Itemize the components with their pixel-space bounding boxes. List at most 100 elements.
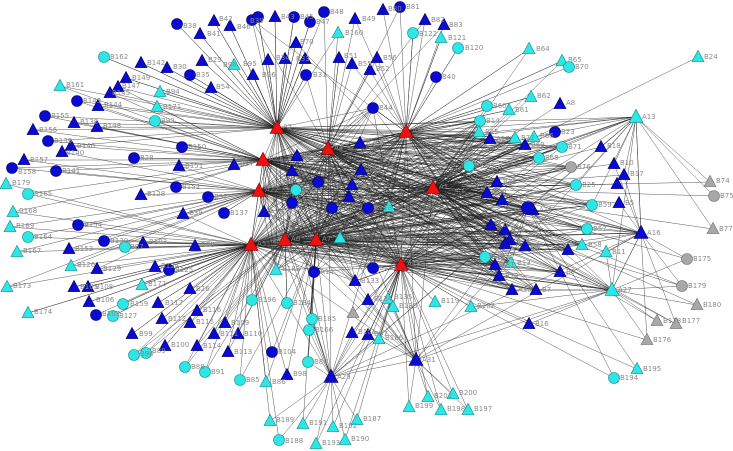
node-a13-triangle-icon <box>628 108 644 123</box>
edge <box>432 187 593 206</box>
node-label: B200 <box>459 389 477 397</box>
node-label: B87 <box>374 330 388 338</box>
edge <box>276 127 506 231</box>
edge <box>405 37 442 133</box>
node-b137-circle-icon <box>218 207 230 219</box>
edge <box>432 187 715 197</box>
edge <box>360 131 407 171</box>
edge <box>27 190 260 238</box>
edge <box>250 244 356 282</box>
edge <box>47 127 278 142</box>
node-b51-triangle-icon <box>332 50 346 63</box>
node-label: A2 <box>283 123 292 131</box>
node-label: B72 <box>521 134 535 142</box>
node-b107x-circle-icon <box>90 309 102 321</box>
edge <box>258 190 492 226</box>
node-label: B187 <box>363 415 381 423</box>
node-b93-circle-icon <box>149 115 161 127</box>
node-a27-triangle-icon <box>604 281 620 296</box>
node-label: A7 <box>322 235 331 243</box>
node-b176-triangle-icon <box>640 332 654 345</box>
edge <box>77 190 260 226</box>
edge <box>68 244 252 250</box>
node-b71-circle-icon <box>556 141 568 153</box>
node-b164-circle-icon <box>22 231 34 243</box>
edge <box>405 19 426 133</box>
edge <box>278 376 332 441</box>
edge <box>405 116 637 133</box>
node-b142-triangle-icon <box>134 55 148 68</box>
edge <box>103 56 278 129</box>
edge <box>258 190 593 206</box>
edge <box>415 359 469 411</box>
node-label: B142 <box>147 59 165 67</box>
node-b138-triangle-icon <box>67 115 81 128</box>
node-b113-triangle-icon <box>221 344 235 357</box>
edge <box>323 11 329 150</box>
node-label: B199 <box>415 402 433 410</box>
node-b66-triangle-icon <box>527 129 541 142</box>
node-b77-triangle-icon <box>706 221 720 234</box>
node-label: B26 <box>366 139 380 147</box>
edge <box>250 202 293 246</box>
edge <box>327 142 361 150</box>
node-label: B179 <box>12 179 30 187</box>
node-label: B86 <box>272 378 286 386</box>
node-label: B180 <box>703 301 721 309</box>
node-b187-triangle-icon <box>350 412 364 425</box>
edge <box>415 359 429 398</box>
edge <box>327 63 353 150</box>
node-b52-triangle-icon <box>363 62 377 75</box>
node-b108-triangle-icon <box>81 279 95 292</box>
edge <box>262 159 265 213</box>
edge <box>258 190 569 251</box>
edge <box>176 23 278 129</box>
edge <box>250 244 513 291</box>
node-b146-triangle-icon <box>64 138 78 151</box>
node-label: B96 <box>223 61 237 69</box>
edge <box>258 190 613 291</box>
node-label: B32 <box>358 181 372 189</box>
node-label: B147 <box>122 82 140 90</box>
edge <box>315 204 593 241</box>
node-b106-triangle-icon <box>82 294 96 307</box>
edge <box>258 190 513 291</box>
edge <box>405 66 570 133</box>
node-label: B117 <box>165 299 183 307</box>
node-label: A25 <box>270 208 284 216</box>
edge <box>376 57 407 133</box>
edge <box>405 96 532 133</box>
node-b68-circle-icon <box>533 152 545 164</box>
node-label: B164 <box>34 233 53 241</box>
node-b78-triangle-icon <box>188 238 202 251</box>
node-label: B151 <box>185 162 203 170</box>
edge <box>250 138 491 246</box>
node-b193-triangle-icon <box>309 436 323 449</box>
node-label: B45 <box>300 13 314 21</box>
node-b110-triangle-icon <box>231 326 245 339</box>
node-label: B154 <box>84 221 103 229</box>
edge <box>432 187 561 273</box>
node-label: B192 <box>339 422 357 430</box>
edge <box>295 148 329 191</box>
edge <box>262 107 374 161</box>
node-b80-triangle-icon <box>376 2 390 15</box>
edge <box>274 16 278 129</box>
edge <box>59 85 278 129</box>
node-b132-triangle-icon <box>346 305 360 318</box>
node-b56-triangle-icon <box>370 50 384 63</box>
node-label: B191 <box>309 419 327 427</box>
edge <box>284 239 356 282</box>
node-b112-triangle-icon <box>155 311 169 324</box>
node-b184-circle-icon <box>281 297 293 309</box>
node-b43-circle-icon <box>252 11 264 23</box>
node-label: B112 <box>168 315 186 323</box>
edge <box>432 187 688 260</box>
node-label: B75 <box>720 192 733 200</box>
edge <box>400 264 410 408</box>
node-b82-triangle-icon <box>418 12 432 25</box>
node-b179-triangle-icon <box>0 176 13 189</box>
node-b70c-circle-icon <box>563 61 575 73</box>
node-b177-triangle-icon <box>669 316 683 329</box>
node-b83-triangle-icon <box>437 17 451 30</box>
